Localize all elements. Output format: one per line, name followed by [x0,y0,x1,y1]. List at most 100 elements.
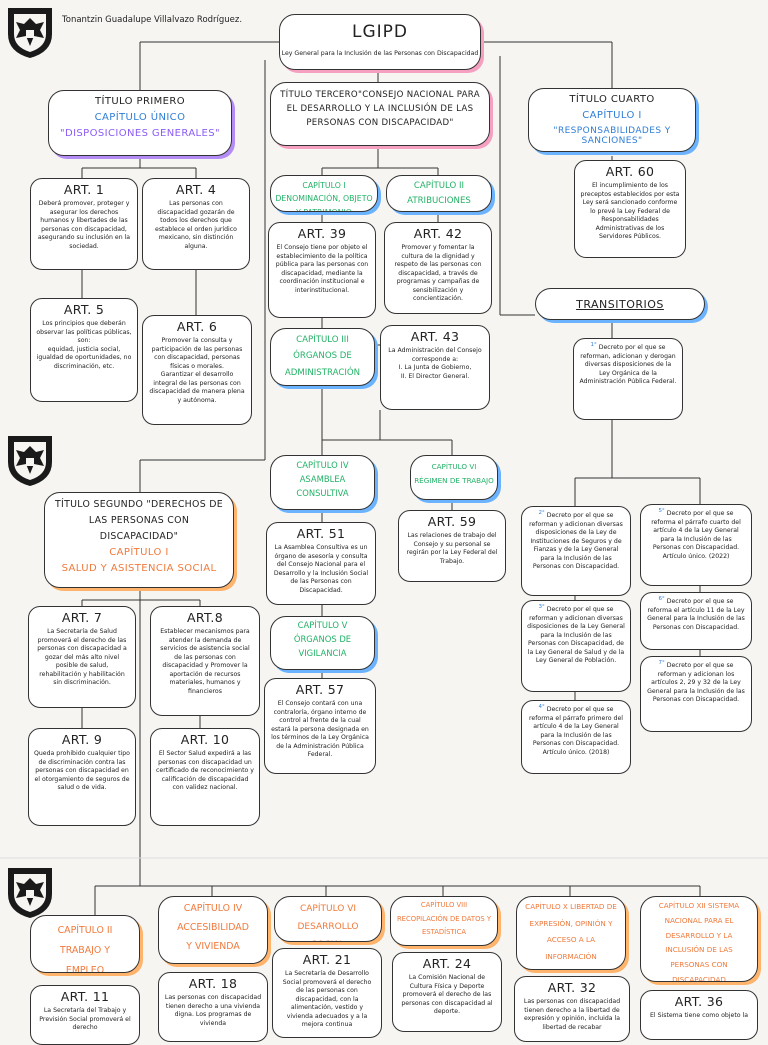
art-10-box: ART. 10 El Sector Salud expedirá a las p… [150,728,260,826]
art-text: El Sistema tiene como objeto la [649,1012,749,1019]
art-7-box: ART. 7 La Secretaría de Salud promoverá … [28,606,136,708]
transitorios-heading: TRANSITORIOS [576,298,664,311]
transitorio-number: 7° [658,660,665,666]
cap-label: CAPÍTULO III ÓRGANOS DE ADMINISTRACIÓN [284,335,361,378]
art-title: ART. 18 [188,976,238,991]
art-21-box: ART. 21 La Secretaría de Desarrollo Soci… [272,948,382,1038]
transitorio-4: 4° Decreto por el que se reforma el párr… [521,700,631,774]
art-title: ART. 10 [180,732,230,747]
art-text: La Secretaría de Salud promoverá el dere… [37,628,127,687]
titulo-cuarto-node: TÍTULO CUARTO CAPÍTULO I "RESPONSABILIDA… [528,88,696,152]
art-4-box: ART. 4 Las personas con discapacidad goz… [142,178,250,270]
transitorio-number: 2° [538,510,545,516]
transitorio-text: 3° Decreto por el que se reforman y adic… [522,601,630,669]
art-title: ART. 60 [605,164,655,179]
art-text: Las personas con discapacidad tienen der… [523,998,621,1031]
university-shield-icon [8,868,52,918]
art-text: La Secretaría del Trabajo y Previsión So… [39,1007,131,1032]
cap-iv-accesibilidad: CAPÍTULO IV ACCESIBILIDAD Y VIVIENDA [158,896,268,964]
art-text: El Sector Salud expedirá a las personas … [156,750,254,792]
transitorio-text: 2° Decreto por el que se reforman y adic… [522,507,630,575]
art-32-box: ART. 32 Las personas con discapacidad ti… [514,976,630,1042]
titulo-segundo-name: SALUD Y ASISTENCIA SOCIAL [61,562,217,574]
art-title: ART. 6 [176,319,218,334]
art-title: ART. 21 [302,952,352,967]
transitorio-body: Decreto por el que se reforma el párrafo… [529,706,623,756]
cap-label: CAPÍTULO VI RÉGIMEN DE TRABAJO [414,462,494,485]
cap-label: CAPÍTULO VI DESARROLLO SOCIAL [297,904,359,941]
page-title: LGIPD [352,22,408,42]
cap-ii-atribuciones: CAPÍTULO II ATRIBUCIONES [386,175,492,212]
art-59-box: ART. 59 Las relaciones de trabajo del Co… [398,510,506,582]
art-text: El Consejo tiene por objeto el estableci… [275,244,369,294]
transitorio-1: 1° Decreto por el que se reforman, adici… [573,338,683,420]
titulo-primero-name: "DISPOSICIONES GENERALES" [59,128,220,139]
titulo-primero-node: TÍTULO PRIMERO CAPÍTULO ÚNICO "DISPOSICI… [48,90,232,156]
university-shield-icon [8,436,52,486]
art-text: La Secretaría de Desarrollo Social promo… [282,970,372,1029]
art-57-box: ART. 57 El Consejo contará con una contr… [264,678,376,774]
transitorio-6: 6° Decreto por el que se reforma el artí… [640,592,752,650]
art-5-box: ART. 5 Los principios que deberán observ… [30,298,138,402]
art-24-box: ART. 24 La Comisión Nacional de Cultura … [392,952,502,1032]
art-title: ART.8 [187,610,223,625]
art-43-box: ART. 43 La Administración del Consejo co… [380,325,490,410]
art-text: Promover la consulta y participación de … [149,337,245,404]
transitorio-number: 1° [590,342,597,348]
art-6-box: ART. 6 Promover la consulta y participac… [142,315,252,425]
transitorios-node: TRANSITORIOS [535,288,705,320]
art-text: La Comisión Nacional de Cultura Física y… [401,974,493,1016]
art-title: ART. 39 [297,226,347,241]
art-title: ART. 5 [63,302,105,317]
transitorio-5: 5° Decreto por el que se reforma el párr… [640,504,752,586]
titulo-segundo-node: TÍTULO SEGUNDO "DERECHOS DE LAS PERSONAS… [44,492,234,588]
transitorio-body: Decreto por el que se reforman y adicion… [647,662,745,704]
titulo-segundo-heading: TÍTULO SEGUNDO "DERECHOS DE LAS PERSONAS… [55,499,223,542]
art-text: La Administración del Consejo correspond… [388,347,482,380]
art-1-box: ART. 1 Deberá promover, proteger y asegu… [30,178,138,270]
titulo-cuarto-heading: TÍTULO CUARTO [569,94,655,105]
art-title: ART. 32 [547,980,597,995]
art-title: ART. 4 [175,182,217,197]
art-title: ART. 7 [61,610,103,625]
transitorio-body: Decreto por el que se reforman y adicion… [529,512,623,571]
cap-iv-asamblea: CAPÍTULO IV ASAMBLEA CONSULTIVA [270,455,375,510]
art-9-box: ART. 9 Queda prohibido cualquier tipo de… [28,728,136,826]
cap-vi-regimen: CAPÍTULO VI RÉGIMEN DE TRABAJO [410,455,498,500]
art-42-box: ART. 42 Promover y fomentar la cultura d… [384,222,492,314]
art-title: ART. 42 [413,226,463,241]
art-title: ART. 57 [295,682,345,697]
art-title: ART. 43 [410,329,460,344]
art-text: Deberá promover, proteger y asegurar los… [37,200,131,250]
transitorio-number: 5° [658,508,665,514]
art-8-box: ART.8 Establecer mecanismos para atender… [150,606,260,716]
cap-iii-organos: CAPÍTULO III ÓRGANOS DE ADMINISTRACIÓN [270,328,375,386]
titulo-cuarto-name: "RESPONSABILIDADES Y SANCIONES" [553,126,671,146]
cap-label: CAPÍTULO I DENOMINACIÓN, OBJETO Y PATRIM… [275,181,373,212]
art-text: El incumplimiento de los preceptos estab… [580,182,680,241]
cap-label: CAPÍTULO IV ASAMBLEA CONSULTIVA [296,460,349,498]
author-name: Tonantzin Guadalupe Villalvazo Rodríguez… [62,15,243,25]
art-text: La Asamblea Consultiva es un órgano de a… [273,544,369,594]
art-text: Las personas con discapacidad gozarán de… [155,200,237,250]
cap-label: CAPÍTULO X LIBERTAD DE EXPRESIÓN, OPINIÓ… [525,902,617,961]
art-text: El Consejo contará con una contraloría, … [271,700,369,759]
transitorio-text: 7° Decreto por el que se reforman y adic… [641,657,751,708]
art-title: ART. 36 [674,994,724,1009]
cap-label: CAPÍTULO VIII RECOPILACIÓN DE DATOS Y ES… [396,901,492,937]
art-18-box: ART. 18 Las personas con discapacidad ti… [158,972,268,1042]
titulo-tercero-node: TÍTULO TERCERO"CONSEJO NACIONAL PARA EL … [270,82,490,146]
transitorio-body: Decreto por el que se reforman y adicion… [527,606,625,665]
art-title: ART. 51 [296,526,346,541]
transitorio-text: 5° Decreto por el que se reforma el párr… [641,505,751,564]
transitorio-number: 6° [658,596,665,602]
root-node: LGIPD Ley General para la Inclusión de l… [279,14,481,70]
cap-viii-datos: CAPÍTULO VIII RECOPILACIÓN DE DATOS Y ES… [390,896,498,946]
transitorio-body: Decreto por el que se reforma el artícul… [647,598,745,631]
cap-ii-trabajo: CAPÍTULO II TRABAJO Y EMPLEO [30,915,140,973]
art-title: ART. 1 [63,182,105,197]
cap-label: CAPÍTULO XII SISTEMA NACIONAL PARA EL DE… [658,901,740,982]
cap-x-libertad: CAPÍTULO X LIBERTAD DE EXPRESIÓN, OPINIÓ… [516,896,626,970]
art-title: ART. 9 [61,732,103,747]
art-36-box: ART. 36 El Sistema tiene como objeto la [640,990,758,1040]
